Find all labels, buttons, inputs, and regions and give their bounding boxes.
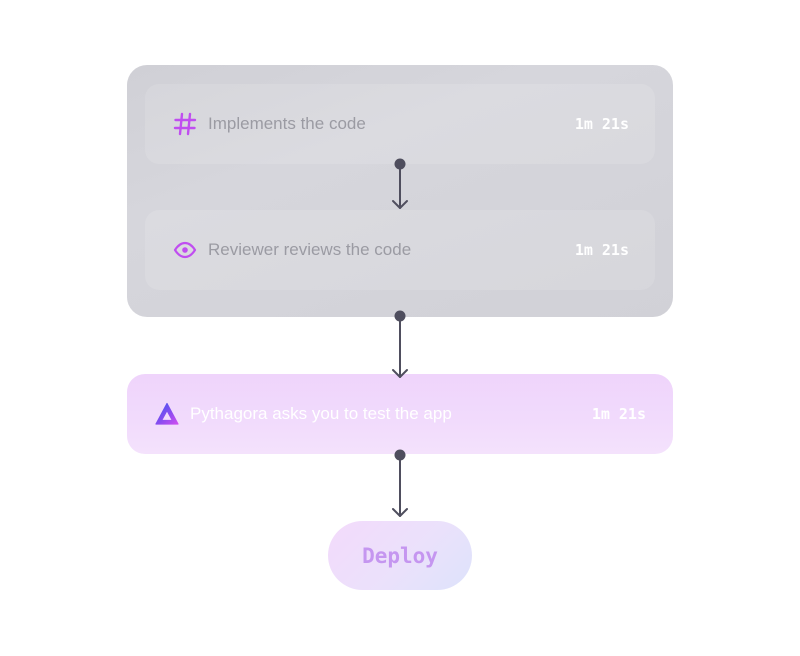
- connector-arrow-2: [392, 315, 408, 378]
- hash-icon: [173, 112, 197, 136]
- step-label: Reviewer reviews the code: [208, 240, 412, 259]
- connector-arrow-3: [392, 454, 408, 517]
- step-user-test[interactable]: Pythagora asks you to test the app 1m 21…: [127, 374, 673, 454]
- connector-arrow-1: [392, 163, 408, 209]
- deploy-button[interactable]: Deploy: [328, 521, 472, 590]
- deploy-label: Deploy: [362, 543, 438, 568]
- step-duration: 1m 21s: [574, 241, 629, 259]
- step-label: Implements the code: [208, 114, 366, 133]
- step-implements[interactable]: Implements the code 1m 21s: [145, 84, 655, 164]
- step-duration: 1m 21s: [574, 115, 629, 133]
- connector-dot-1: [394, 158, 406, 170]
- step-review[interactable]: Reviewer reviews the code 1m 21s: [145, 210, 655, 290]
- step-duration: 1m 21s: [591, 405, 646, 423]
- connector-dot-3: [394, 449, 406, 461]
- step-label: Pythagora asks you to test the app: [190, 404, 452, 423]
- connector-dot-2: [394, 310, 406, 322]
- pythagora-logo-icon: [155, 402, 179, 425]
- eye-icon: [173, 241, 197, 259]
